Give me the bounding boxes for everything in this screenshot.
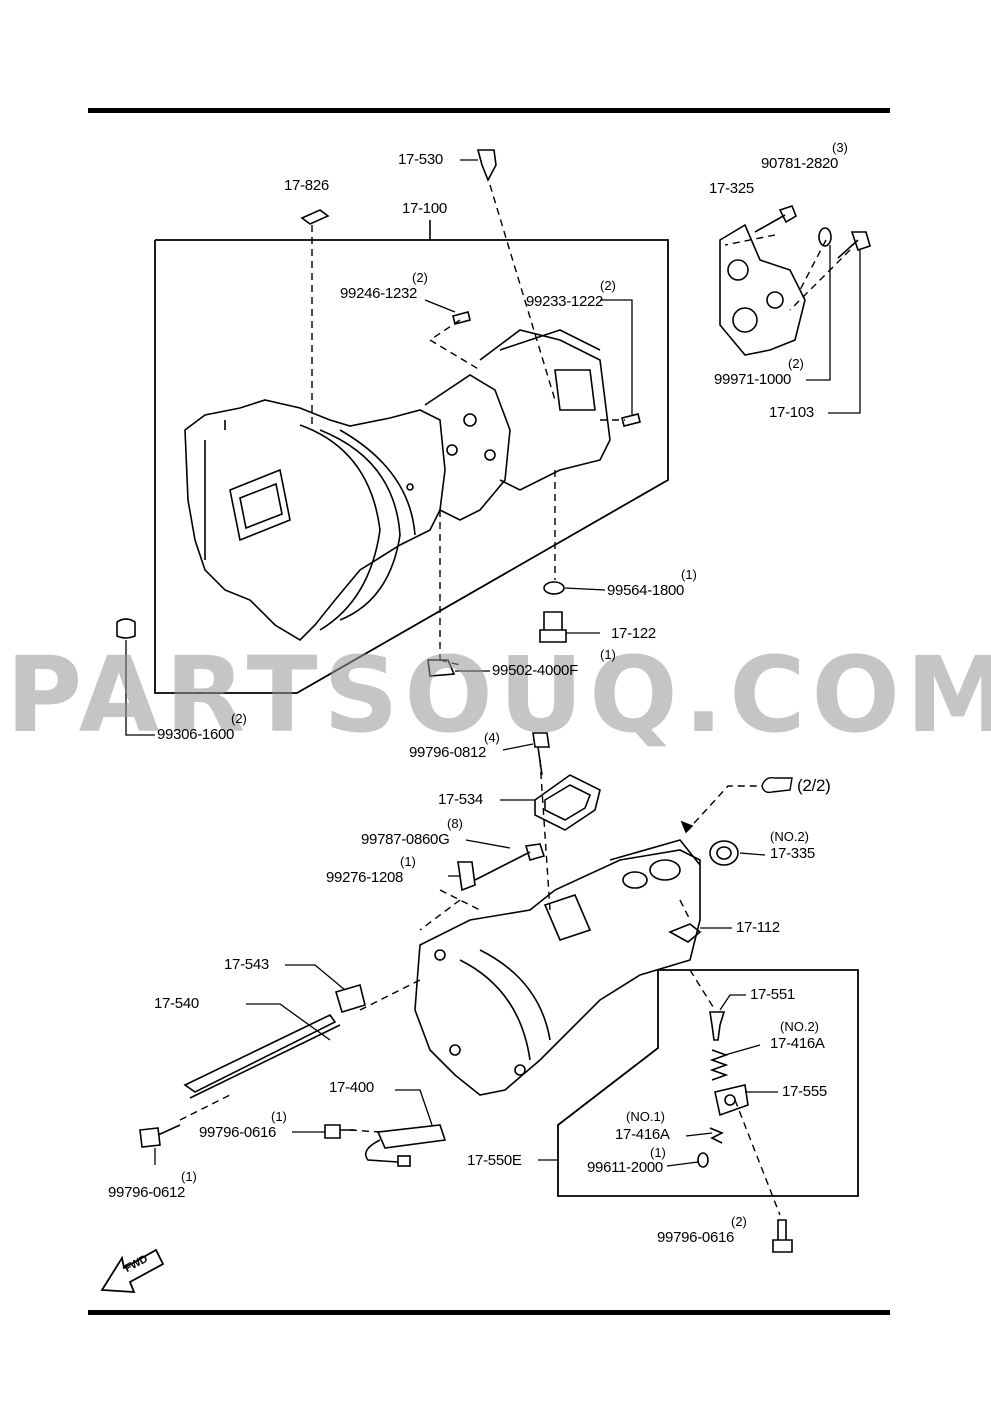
qty-99502-4000F: (1) xyxy=(600,647,616,662)
qty-99233-1222: (2) xyxy=(600,278,616,293)
bolt-99796-0616b xyxy=(772,1219,793,1253)
bottom-rule xyxy=(88,1310,890,1315)
bolt-17-103 xyxy=(837,231,871,259)
label-17-543[interactable]: 17-543 xyxy=(224,956,269,973)
block-17-543 xyxy=(335,983,366,1013)
label-99564-1800[interactable]: 99564-1800 xyxy=(607,582,685,599)
small-parts-lower xyxy=(139,732,793,1253)
bolt-99796-0812 xyxy=(532,732,550,776)
label-17-534[interactable]: 17-534 xyxy=(438,791,483,808)
part-99246-1232 xyxy=(452,311,471,325)
page-ref-hand-icon xyxy=(761,776,793,794)
dashed-leaders-upper xyxy=(311,184,851,666)
bolt-99796-0612 xyxy=(139,1124,181,1148)
label-17-416A-no1[interactable]: 17-416A xyxy=(615,1126,670,1143)
label-99796-0612[interactable]: 99796-0612 xyxy=(108,1184,186,1201)
qty-99246-1232: (2) xyxy=(412,270,428,285)
breather-99502-4000F xyxy=(427,659,456,677)
label-99796-0616a[interactable]: 99796-0616 xyxy=(199,1124,277,1141)
qty-99306-1600: (2) xyxy=(231,711,247,726)
fwd-arrow-icon xyxy=(100,1248,165,1293)
label-17-551[interactable]: 17-551 xyxy=(750,986,795,1003)
top-rule xyxy=(88,108,890,113)
label-90781-2820[interactable]: 90781-2820 xyxy=(761,155,839,172)
washer-99564-1800 xyxy=(543,581,565,595)
label-17-826[interactable]: 17-826 xyxy=(284,177,329,194)
small-parts-upper xyxy=(116,149,871,677)
label-99611-2000[interactable]: 99611-2000 xyxy=(587,1159,663,1176)
plug-17-122 xyxy=(539,611,567,643)
qty-17-416A-no1: (NO.1) xyxy=(626,1109,665,1124)
label-17-555[interactable]: 17-555 xyxy=(782,1083,827,1100)
ball-99611-2000 xyxy=(697,1152,709,1168)
qty-17-335: (NO.2) xyxy=(770,829,809,844)
qty-99564-1800: (1) xyxy=(681,567,697,582)
seal-17-335 xyxy=(709,840,739,866)
assembly-frame-17-100 xyxy=(154,239,669,694)
qty-17-416A-no2: (NO.2) xyxy=(780,1019,819,1034)
label-17-550E[interactable]: 17-550E xyxy=(467,1152,522,1169)
label-17-416A-no2[interactable]: 17-416A xyxy=(770,1035,825,1052)
label-17-335[interactable]: 17-335 xyxy=(770,845,815,862)
label-17-325[interactable]: 17-325 xyxy=(709,180,754,197)
arrow-to-2-2 xyxy=(680,820,694,834)
label-99246-1232[interactable]: 99246-1232 xyxy=(340,285,418,302)
qty-90781-2820: (3) xyxy=(832,140,848,155)
qty-99796-0612: (1) xyxy=(181,1169,197,1184)
holder-17-555 xyxy=(714,1084,749,1117)
part-17-826 xyxy=(300,209,330,225)
rod-17-540 xyxy=(183,1013,337,1093)
label-17-100[interactable]: 17-100 xyxy=(402,200,447,217)
seal-99306-1600 xyxy=(116,618,136,639)
page-ref-2-2[interactable]: (2/2) xyxy=(797,776,831,795)
part-17-530 xyxy=(476,149,497,182)
qty-99796-0812: (4) xyxy=(484,730,500,745)
qty-99611-2000: (1) xyxy=(650,1145,666,1160)
label-17-540[interactable]: 17-540 xyxy=(154,995,199,1012)
qty-99796-0616a: (1) xyxy=(271,1109,287,1124)
pin-17-551 xyxy=(709,1011,726,1041)
label-99502-4000F[interactable]: 99502-4000F xyxy=(492,662,578,679)
bolt-90781-2820 xyxy=(754,205,797,233)
watermark: PARTSOUQ.COM xyxy=(6,634,991,756)
sensor-17-400 xyxy=(376,1124,447,1149)
label-99796-0812[interactable]: 99796-0812 xyxy=(409,744,487,761)
qty-99787-0860G: (8) xyxy=(447,816,463,831)
label-17-112[interactable]: 17-112 xyxy=(736,919,780,936)
washer-99971-1000 xyxy=(818,227,832,247)
bolt-99787-0860G xyxy=(474,843,546,881)
qty-99276-1208: (1) xyxy=(400,854,416,869)
transmission-housing xyxy=(184,329,611,642)
spring-17-416A-no1 xyxy=(709,1127,724,1144)
label-99971-1000[interactable]: 99971-1000 xyxy=(714,371,792,388)
clip-99276-1208 xyxy=(457,861,476,892)
label-17-530[interactable]: 17-530 xyxy=(398,151,443,168)
gasket-17-534 xyxy=(534,774,601,831)
detail-frame-17-550E xyxy=(557,969,859,1197)
leader-lines-upper xyxy=(125,159,861,736)
extension-housing xyxy=(414,839,701,1096)
qty-99971-1000: (2) xyxy=(788,356,804,371)
label-99796-0616b[interactable]: 99796-0616 xyxy=(657,1229,735,1246)
plate-17-325 xyxy=(719,223,806,356)
part-99233-1222 xyxy=(621,413,641,427)
qty-99796-0616b: (2) xyxy=(731,1214,747,1229)
spring-17-416A-no2 xyxy=(709,1049,729,1081)
gasket-17-112 xyxy=(668,923,702,943)
bolt-99796-0616a xyxy=(324,1124,355,1139)
label-99276-1208[interactable]: 99276-1208 xyxy=(326,869,404,886)
leader-lines-lower xyxy=(154,743,778,1167)
label-17-122[interactable]: 17-122 xyxy=(611,625,656,642)
label-17-400[interactable]: 17-400 xyxy=(329,1079,374,1096)
label-17-103[interactable]: 17-103 xyxy=(769,404,814,421)
label-99787-0860G[interactable]: 99787-0860G xyxy=(361,831,450,848)
label-99233-1222[interactable]: 99233-1222 xyxy=(526,293,604,310)
label-99306-1600[interactable]: 99306-1600 xyxy=(157,726,235,743)
